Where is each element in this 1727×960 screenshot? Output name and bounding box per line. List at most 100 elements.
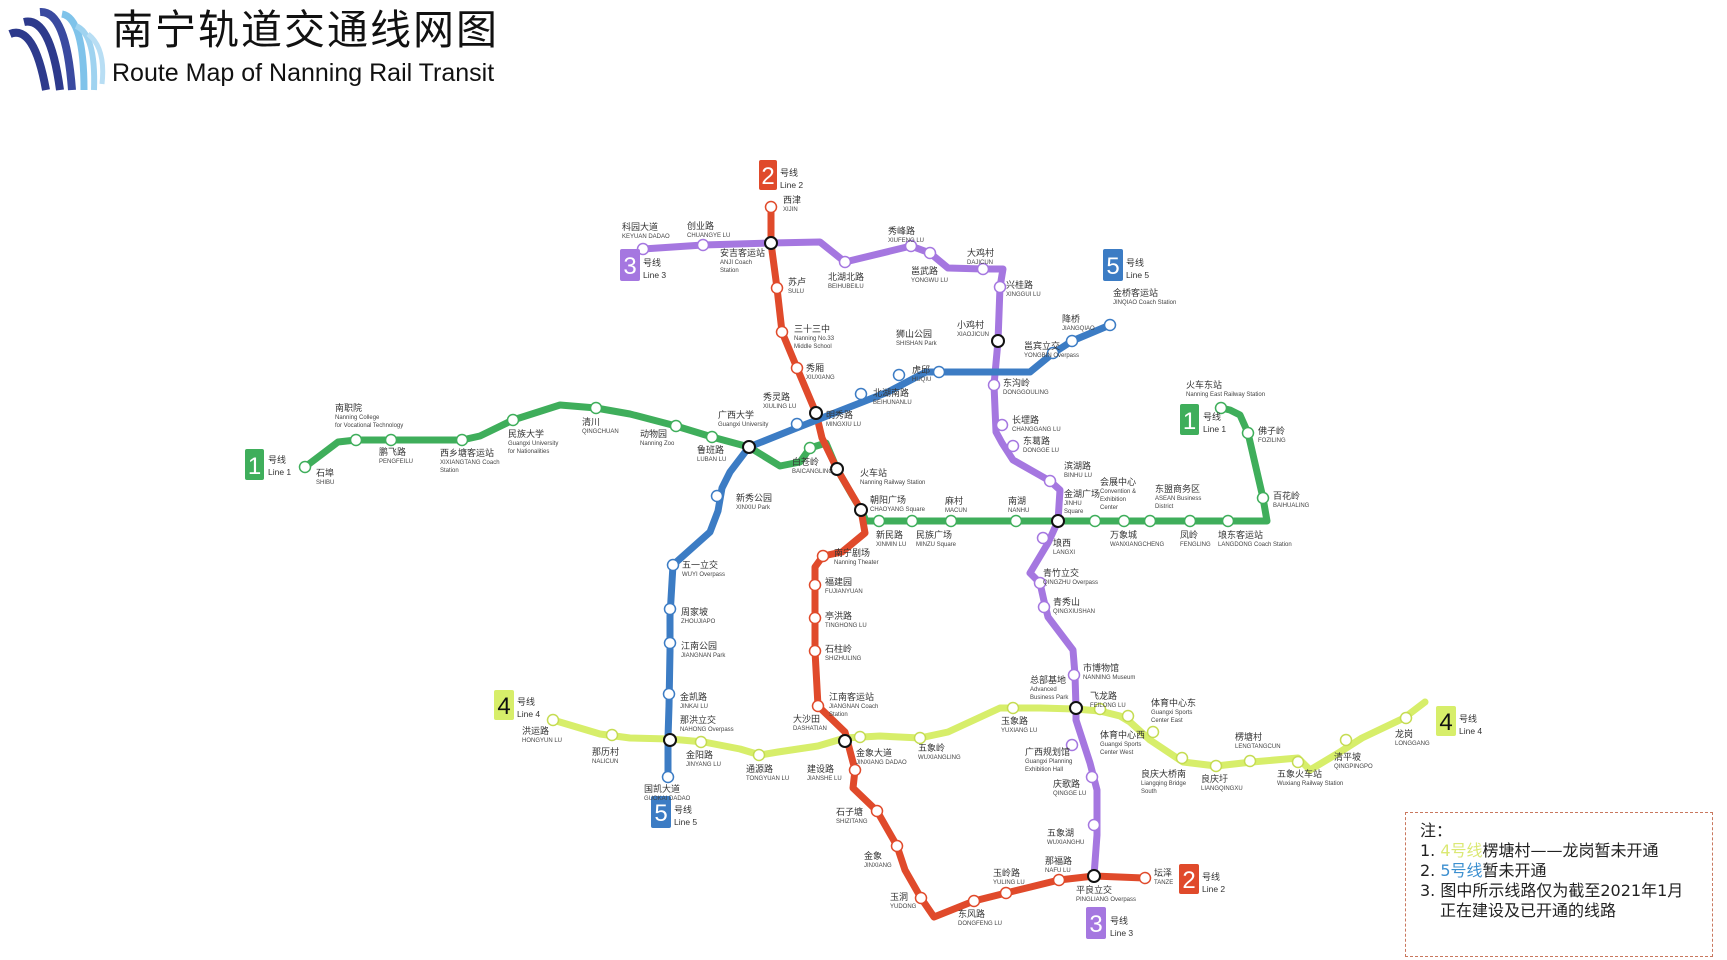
station-baicangling[interactable] bbox=[803, 441, 817, 455]
station-yongwulu[interactable] bbox=[923, 246, 937, 260]
station-qingzhu[interactable] bbox=[1033, 576, 1047, 590]
station-wanxiangcheng[interactable] bbox=[1117, 514, 1131, 528]
station-chuangyelu[interactable] bbox=[696, 238, 710, 252]
station-qingxiushan[interactable] bbox=[1037, 600, 1051, 614]
station-beihubeilu[interactable] bbox=[838, 255, 852, 269]
station-baihualing[interactable] bbox=[1256, 491, 1270, 505]
interchange-mingxiulu[interactable] bbox=[809, 406, 823, 420]
station-jianshelu[interactable] bbox=[848, 763, 862, 777]
station-langdong[interactable] bbox=[1221, 514, 1235, 528]
station-qingpingpo[interactable] bbox=[1339, 733, 1353, 747]
station-xixiangtang[interactable] bbox=[455, 433, 469, 447]
badge-line5-south[interactable]: 5 号线 Line 5 bbox=[651, 796, 697, 828]
station-shizitang[interactable] bbox=[870, 804, 884, 818]
station-tiyu-mid[interactable] bbox=[1146, 725, 1160, 739]
badge-line2-north[interactable]: 2 号线 Line 2 bbox=[759, 160, 803, 190]
station-jinkailu[interactable] bbox=[662, 687, 676, 701]
interchange-pingliang[interactable] bbox=[1087, 869, 1101, 883]
station-xijin[interactable] bbox=[764, 200, 778, 214]
station-jiangnangongyuan[interactable] bbox=[663, 636, 677, 650]
station-xiulinglu[interactable] bbox=[790, 417, 804, 431]
station-xiufenglu[interactable] bbox=[904, 239, 918, 253]
station-minzuguangchang[interactable] bbox=[905, 514, 919, 528]
station-tanze[interactable] bbox=[1138, 871, 1152, 885]
station-wuyi[interactable] bbox=[666, 558, 680, 572]
station-yulinglu[interactable] bbox=[999, 886, 1013, 900]
badge-line1-east[interactable]: 1 号线 Line 1 bbox=[1180, 404, 1226, 435]
station-jiangnankeyun[interactable] bbox=[811, 699, 825, 713]
station-nanningjuchang[interactable] bbox=[816, 549, 830, 563]
badge-line3-south[interactable]: 3 号线 Line 3 bbox=[1086, 907, 1133, 939]
station-sulu[interactable] bbox=[770, 281, 784, 295]
station-fengling[interactable] bbox=[1183, 514, 1197, 528]
station-nanhu[interactable] bbox=[1009, 514, 1023, 528]
interchange-nahong[interactable] bbox=[663, 733, 677, 747]
badge-line4-west[interactable]: 4 号线 Line 4 bbox=[494, 690, 540, 720]
station-langxi[interactable] bbox=[1036, 531, 1050, 545]
interchange-huochezhan[interactable] bbox=[830, 462, 844, 476]
station-tiyudong[interactable] bbox=[1121, 709, 1135, 723]
station-zhoujiapo[interactable] bbox=[663, 602, 677, 616]
station-jinyanglu[interactable] bbox=[694, 735, 708, 749]
station-dongmeng[interactable] bbox=[1143, 514, 1157, 528]
station-minzudaxue[interactable] bbox=[506, 413, 520, 427]
station-lubanlu[interactable] bbox=[705, 430, 719, 444]
interchange-guangxidaxue[interactable] bbox=[742, 440, 756, 454]
badge-line1-west[interactable]: 1 号线 Line 1 bbox=[245, 449, 291, 480]
station-xinminlu[interactable] bbox=[872, 514, 886, 528]
station-shibowuguan[interactable] bbox=[1067, 668, 1081, 682]
station-tinghonglu[interactable] bbox=[808, 611, 822, 625]
station-donggouling[interactable] bbox=[987, 378, 1001, 392]
station-qinggelu[interactable] bbox=[1085, 770, 1099, 784]
station-liangqingdaqiao[interactable] bbox=[1175, 751, 1189, 765]
station-wuxianghu[interactable] bbox=[1087, 818, 1101, 832]
station-dongwuyuan[interactable] bbox=[669, 419, 683, 433]
station-huochedong[interactable] bbox=[1214, 401, 1228, 415]
station-xiuxiang[interactable] bbox=[790, 361, 804, 375]
station-changganglu[interactable] bbox=[995, 418, 1009, 432]
station-foziling[interactable] bbox=[1241, 426, 1255, 440]
interchange-xiaojicun[interactable] bbox=[991, 334, 1005, 348]
interchange-jinhu[interactable] bbox=[1051, 514, 1065, 528]
station-nafulu[interactable] bbox=[1052, 873, 1066, 887]
interchange-feilonglu[interactable] bbox=[1069, 701, 1083, 715]
station-nalicun[interactable] bbox=[605, 728, 619, 742]
station-jinxiangdadao[interactable] bbox=[853, 730, 867, 744]
station-wuxiangling[interactable] bbox=[913, 731, 927, 745]
station-fujianyuan[interactable] bbox=[808, 578, 822, 592]
station-qingchuan[interactable] bbox=[589, 401, 603, 415]
station-donggelu[interactable] bbox=[1006, 439, 1020, 453]
station-guokai[interactable] bbox=[661, 770, 675, 784]
station-xinxiu[interactable] bbox=[710, 489, 724, 503]
interchange-anji[interactable] bbox=[764, 236, 778, 250]
station-binhulu[interactable] bbox=[1043, 474, 1057, 488]
interchange-chaoyang[interactable] bbox=[854, 503, 868, 517]
station-huizhan[interactable] bbox=[1088, 514, 1102, 528]
station-beihunanlu[interactable] bbox=[854, 387, 868, 401]
badge-line4-east[interactable]: 4 号线 Line 4 bbox=[1436, 706, 1482, 736]
station-jiangqiao[interactable] bbox=[1065, 334, 1079, 348]
station-tiyuxi[interactable] bbox=[1093, 702, 1107, 716]
station-guihuaguan[interactable] bbox=[1065, 738, 1079, 752]
station-wuxianghuoche[interactable] bbox=[1291, 755, 1305, 769]
station-longgang[interactable] bbox=[1399, 711, 1413, 725]
station-dongfenglu[interactable] bbox=[967, 894, 981, 908]
badge-line3-west[interactable]: 3 号线 Line 3 bbox=[620, 249, 666, 281]
station-hongyunlu[interactable] bbox=[546, 713, 560, 727]
station-shibu[interactable] bbox=[298, 460, 312, 474]
station-sanshisanzhong[interactable] bbox=[775, 325, 789, 339]
station-shizhuling[interactable] bbox=[808, 644, 822, 658]
badge-line5-north[interactable]: 5 号线 Line 5 bbox=[1103, 249, 1149, 281]
station-lengtangcun[interactable] bbox=[1243, 754, 1257, 768]
station-jinqiao[interactable] bbox=[1103, 318, 1117, 332]
station-huqiu[interactable] bbox=[892, 368, 906, 382]
interchange-dashatian[interactable] bbox=[838, 734, 852, 748]
badge-line2-south[interactable]: 2 号线 Line 2 bbox=[1179, 864, 1225, 894]
station-yudong[interactable] bbox=[914, 891, 928, 905]
station-liangqingxu[interactable] bbox=[1209, 759, 1223, 773]
station-macun[interactable] bbox=[944, 514, 958, 528]
station-pengfeilu[interactable] bbox=[384, 433, 398, 447]
station-tongyuanlu[interactable] bbox=[752, 748, 766, 762]
station-dajicun[interactable] bbox=[976, 262, 990, 276]
station-xingguilu[interactable] bbox=[993, 280, 1007, 294]
